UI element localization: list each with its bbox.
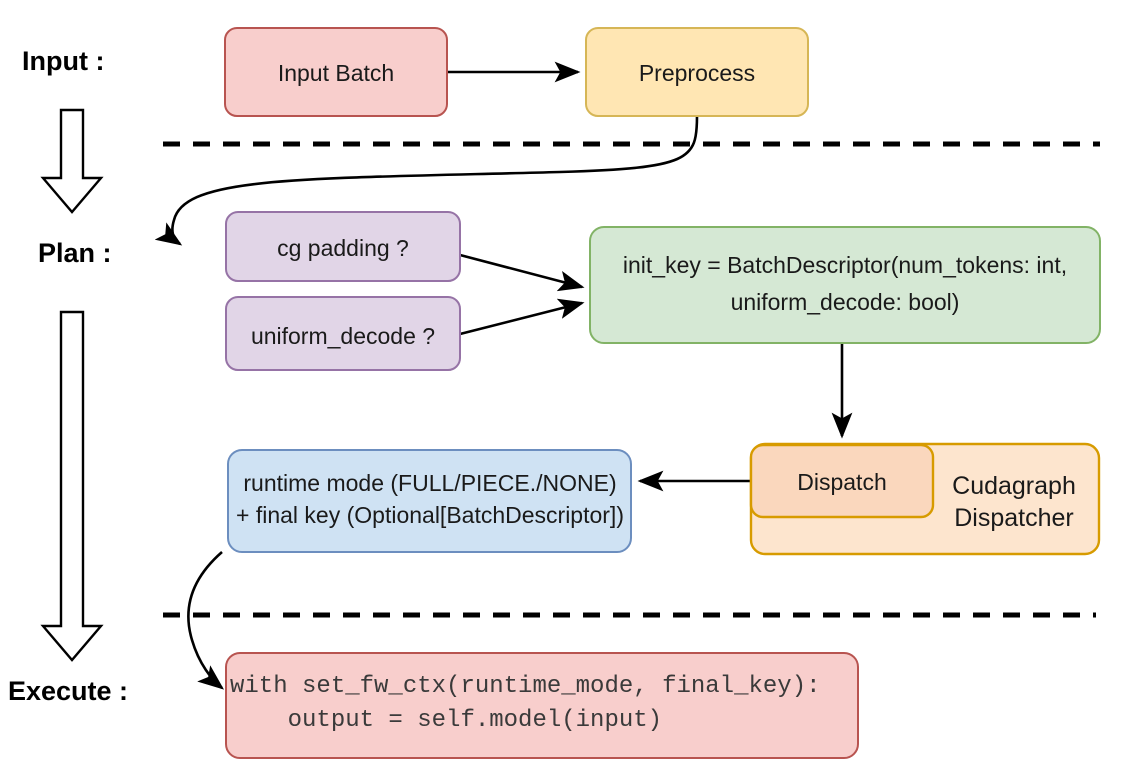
stage-arrow-plan-to-execute-icon (40, 310, 104, 662)
node-execute-code-line2: output = self.model(input) (230, 707, 662, 734)
node-preprocess-shape (585, 27, 809, 117)
connector-runtime-mode-to-execute-code (187, 551, 225, 690)
node-execute-code[interactable]: with set_fw_ctx(runtime_mode, final_key)… (225, 652, 859, 759)
node-input-batch[interactable]: Input Batch (224, 27, 448, 117)
stage-label-input: Input : (22, 46, 104, 76)
node-uniform-decode-label: uniform_decode ? (251, 323, 435, 349)
node-init-key-shape (589, 226, 1101, 344)
node-preprocess-label: Preprocess (639, 60, 755, 86)
node-cg-padding-label: cg padding ? (277, 235, 409, 261)
node-cudagraph-dispatcher-label-line1: Cudagraph (952, 472, 1076, 500)
node-cg-padding[interactable]: cg padding ? (225, 211, 461, 282)
node-dispatch[interactable]: Dispatch (749, 443, 935, 519)
node-cg-padding-shape (225, 211, 461, 282)
node-preprocess[interactable]: Preprocess (585, 27, 809, 117)
node-cudagraph-dispatcher-label-line2: Dispatcher (954, 504, 1074, 532)
stage-label-plan: Plan : (38, 238, 112, 268)
node-init-key[interactable]: init_key = BatchDescriptor(num_tokens: i… (589, 226, 1101, 344)
node-runtime-mode-label-line1: runtime mode (FULL/PIECE./NONE) (243, 470, 616, 496)
node-execute-code-shape (225, 652, 859, 759)
node-init-key-label-line1: init_key = BatchDescriptor(num_tokens: i… (623, 252, 1067, 278)
connector-uniform-decode-to-init-key (459, 298, 585, 336)
node-execute-code-line1: with set_fw_ctx(runtime_mode, final_key)… (230, 673, 821, 700)
connector-cg-padding-to-init-key (459, 253, 585, 292)
node-runtime-mode[interactable]: runtime mode (FULL/PIECE./NONE) + final … (227, 449, 632, 553)
node-runtime-mode-shape (227, 449, 632, 553)
stage-label-execute: Execute : (8, 676, 128, 706)
node-runtime-mode-label-line2: + final key (Optional[BatchDescriptor]) (236, 502, 624, 528)
node-input-batch-label: Input Batch (278, 60, 394, 86)
connector-preprocess-to-cg-padding (154, 115, 699, 246)
node-uniform-decode[interactable]: uniform_decode ? (225, 296, 461, 371)
node-init-key-label-line2: uniform_decode: bool) (731, 289, 960, 315)
stage-arrow-input-to-plan-icon (40, 108, 104, 214)
node-dispatch-label: Dispatch (797, 469, 886, 495)
node-input-batch-shape (224, 27, 448, 117)
node-uniform-decode-shape (225, 296, 461, 371)
node-dispatch-shape (749, 443, 935, 519)
